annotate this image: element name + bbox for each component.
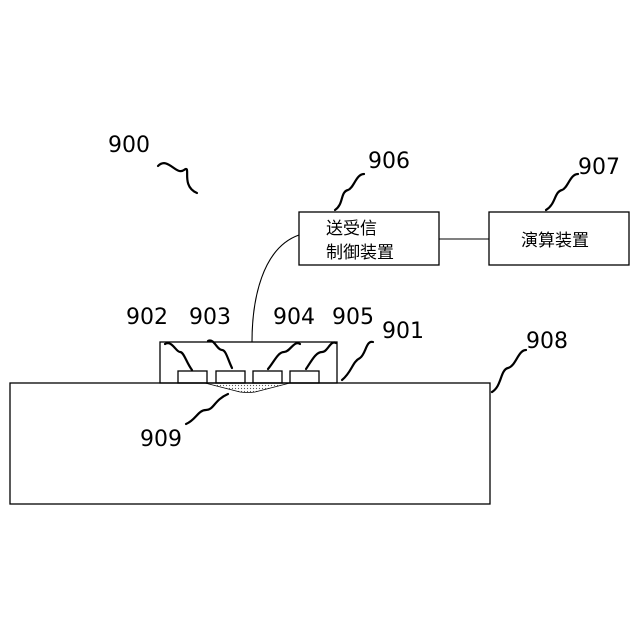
- label-906: 906: [368, 149, 410, 174]
- leader-903: [208, 341, 232, 368]
- label-903: 903: [189, 305, 231, 330]
- controller-label-line2: 制御装置: [326, 243, 394, 263]
- label-902: 902: [126, 305, 168, 330]
- focal-region: [205, 383, 290, 393]
- element-905: [290, 371, 319, 383]
- leader-901: [342, 342, 373, 380]
- leader-904: [268, 343, 300, 369]
- computer-label: 演算装置: [521, 231, 589, 251]
- controller-label-line1: 送受信: [326, 219, 377, 239]
- label-907: 907: [578, 155, 620, 180]
- label-900: 900: [108, 133, 150, 158]
- leader-906: [335, 174, 364, 210]
- leader-908: [492, 350, 526, 392]
- leader-905: [306, 343, 336, 369]
- body-block: [10, 383, 490, 504]
- label-905: 905: [332, 305, 374, 330]
- label-901: 901: [382, 319, 424, 344]
- label-904: 904: [273, 305, 315, 330]
- label-909: 909: [140, 427, 182, 452]
- leader-902: [165, 343, 192, 370]
- element-904: [253, 371, 282, 383]
- element-903: [216, 371, 245, 383]
- leader-907: [546, 174, 578, 210]
- leader-909: [186, 394, 228, 424]
- leader-900: [158, 163, 197, 193]
- label-908: 908: [526, 329, 568, 354]
- element-902: [178, 371, 207, 383]
